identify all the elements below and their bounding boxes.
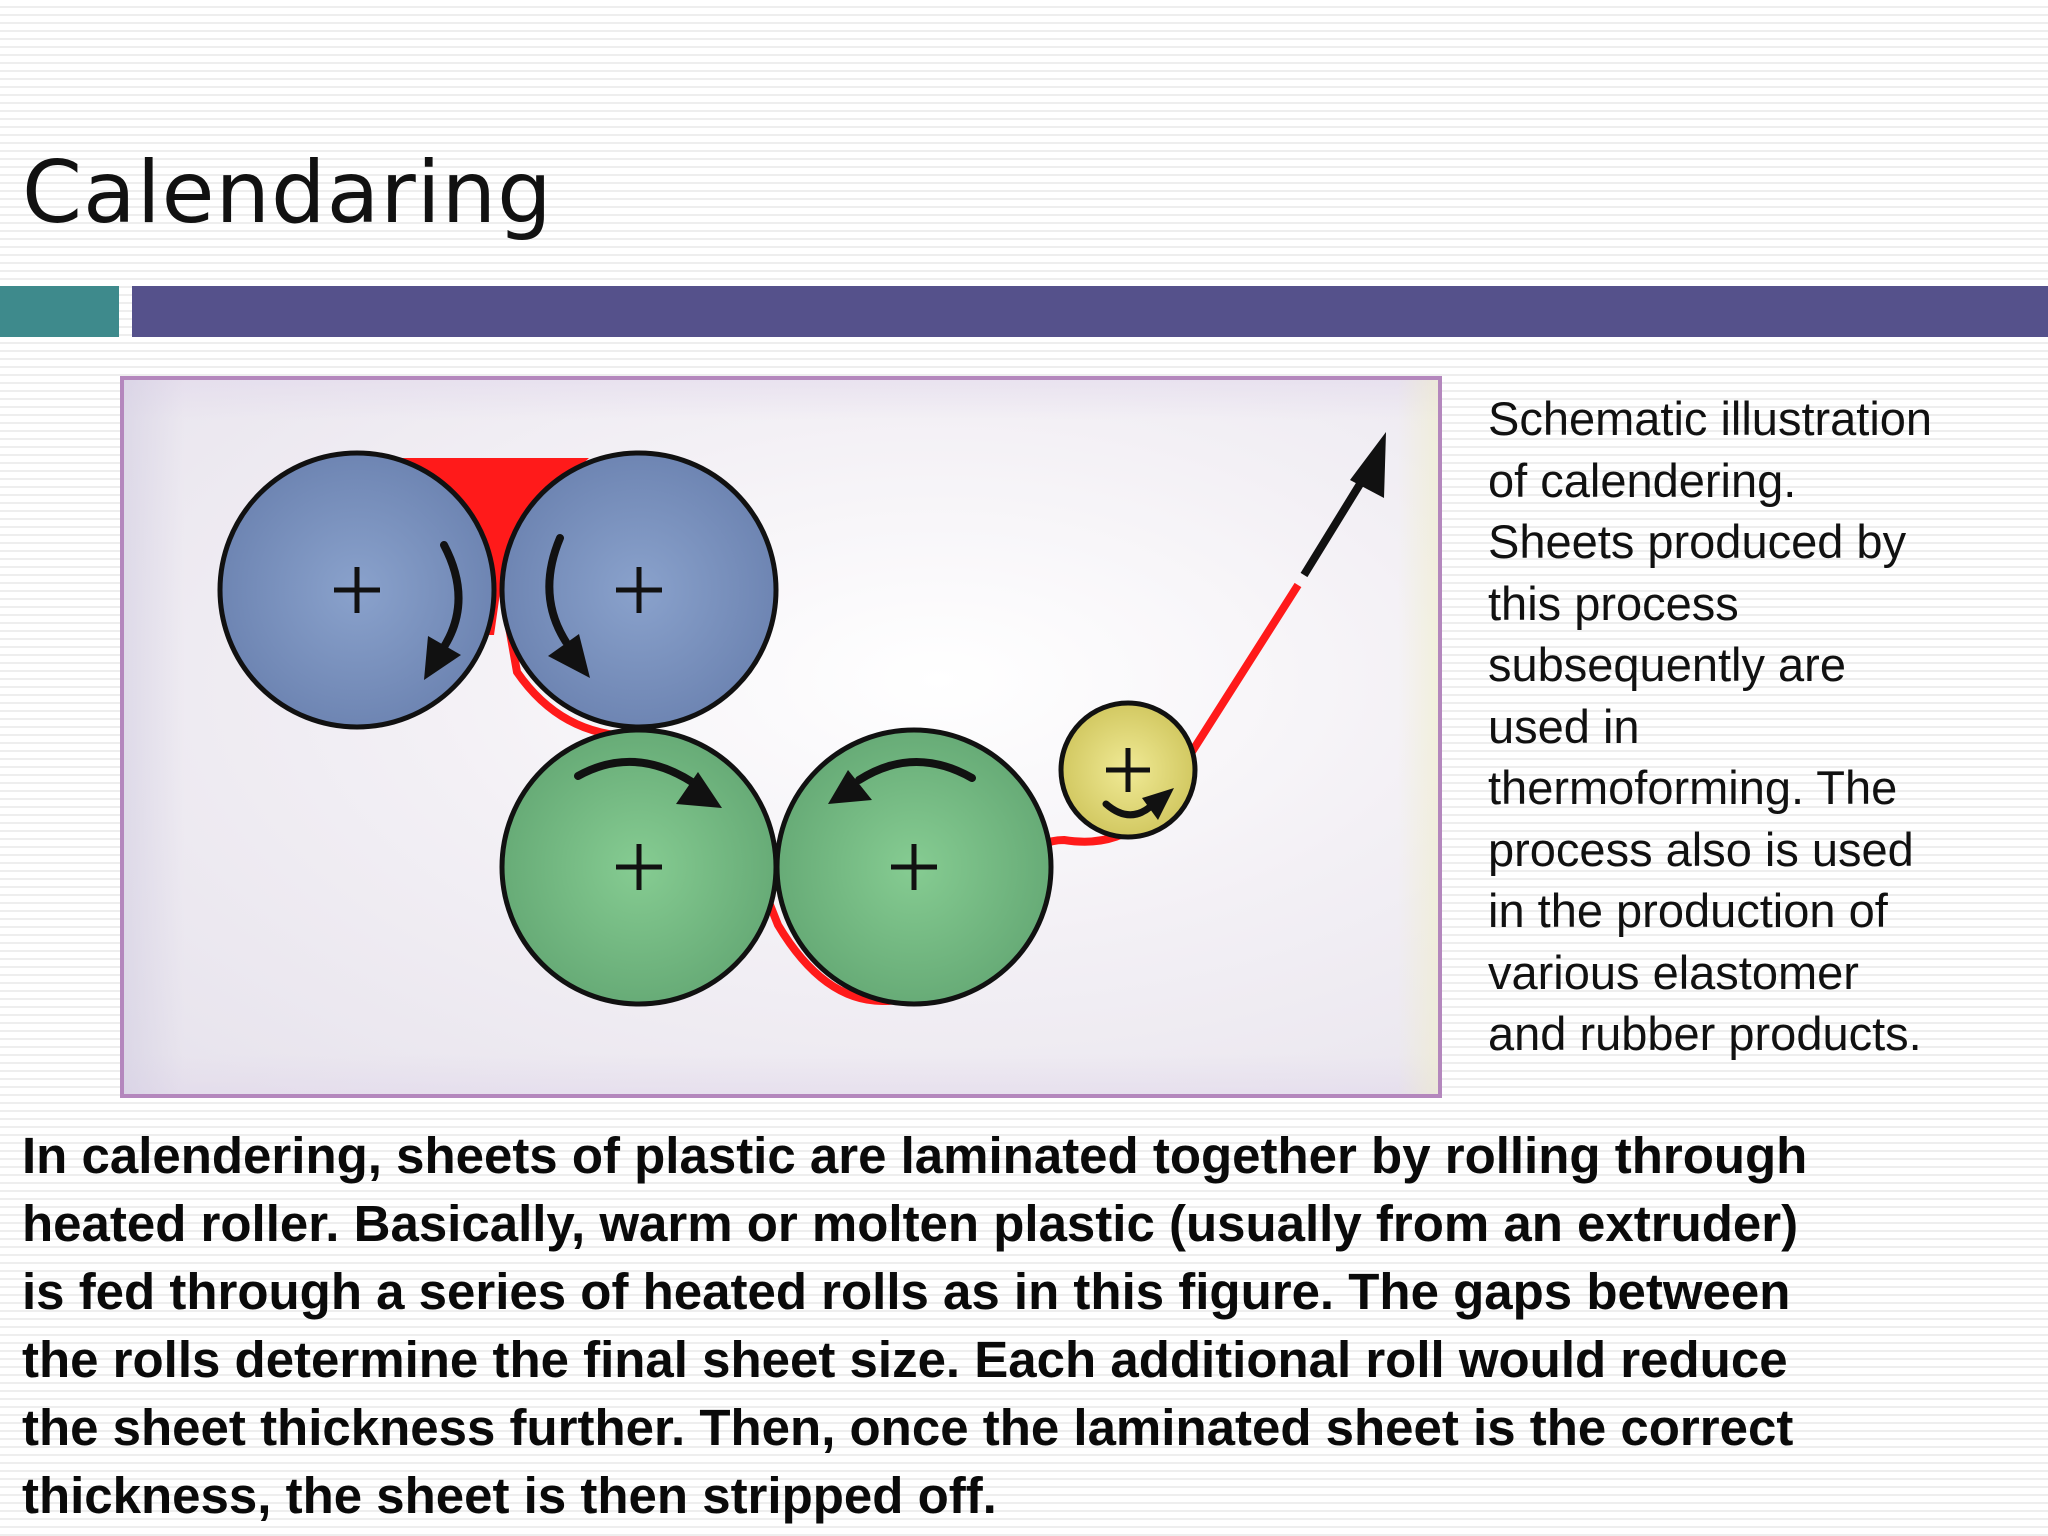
roll-center-plus-icon: [616, 567, 662, 613]
lower-left-roll: [499, 727, 779, 1007]
rotation-arrow-icon: [424, 541, 463, 680]
rotation-arrow-icon: [574, 757, 722, 808]
sheet-output-arrow-icon: [1300, 432, 1386, 578]
upper-right-roll: [499, 450, 779, 730]
slide-title: Calendaring: [22, 143, 553, 243]
rotation-arrow-icon: [545, 534, 590, 678]
figure-caption: Schematic illustration of calendering. S…: [1488, 392, 1933, 1060]
calendering-schematic: [217, 432, 1386, 1007]
roll-center-plus-icon: [334, 567, 380, 613]
body-paragraph: In calendering, sheets of plastic are la…: [22, 1127, 1808, 1524]
upper-left-roll: [217, 450, 497, 730]
guide-roll: [1058, 700, 1198, 840]
title-accent-bar-purple: [132, 286, 2048, 337]
calendering-figure: [120, 376, 1442, 1098]
title-accent-bar-teal: [0, 286, 119, 337]
lower-right-roll: [774, 727, 1054, 1007]
rotation-arrow-icon: [828, 758, 976, 804]
roll-center-plus-icon: [1106, 748, 1150, 792]
roll-center-plus-icon: [616, 844, 662, 890]
rotation-arrow-icon: [1102, 788, 1174, 820]
roll-center-plus-icon: [891, 844, 937, 890]
